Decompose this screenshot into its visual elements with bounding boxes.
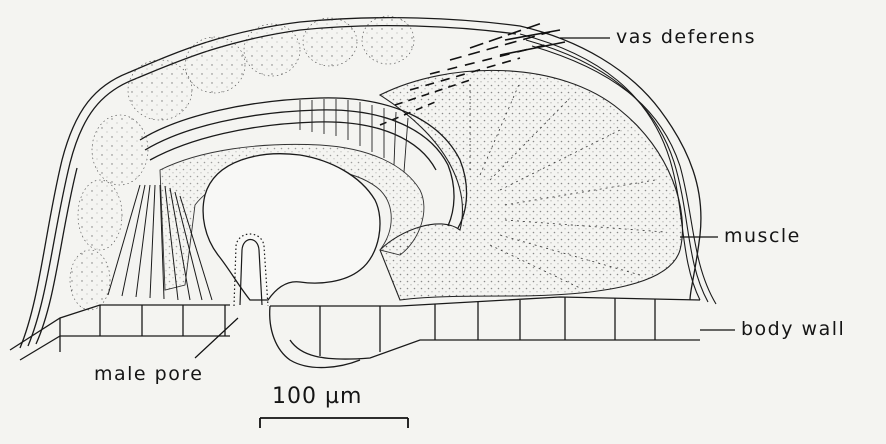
- scale-bar: [260, 418, 408, 428]
- right-gland-body: [380, 70, 683, 300]
- label-muscle: muscle: [724, 225, 801, 247]
- label-body-wall: body wall: [741, 318, 845, 340]
- body-wall: [10, 297, 700, 368]
- label-male-pore: male pore: [94, 363, 203, 385]
- scale-bar-label: 100 µm: [272, 384, 362, 409]
- label-vas-deferens: vas deferens: [616, 26, 756, 48]
